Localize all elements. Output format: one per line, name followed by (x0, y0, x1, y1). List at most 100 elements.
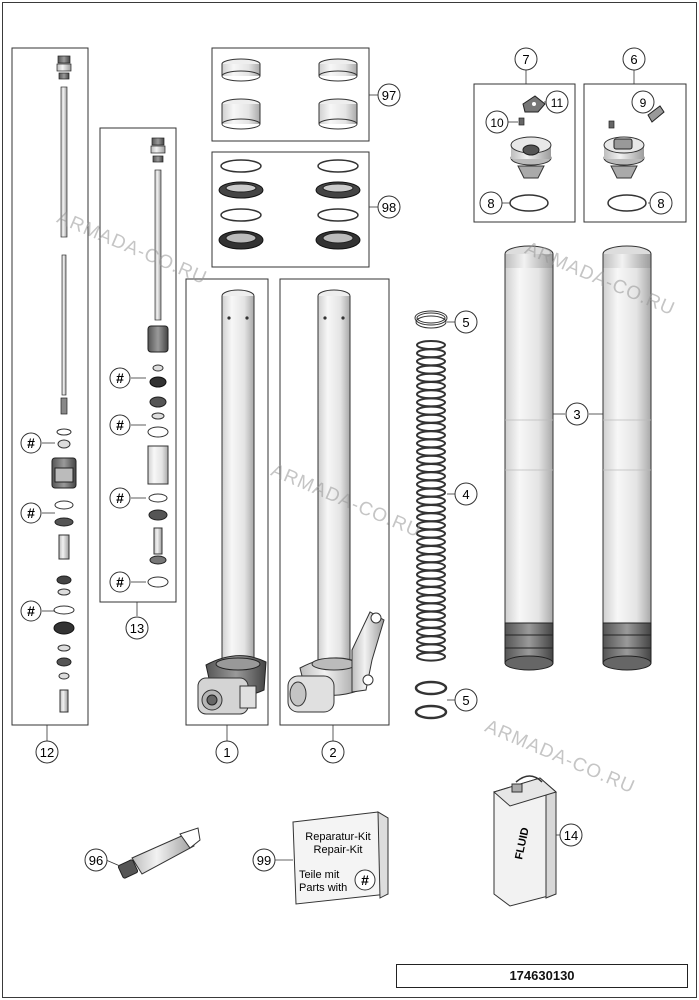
spring-coil (416, 504, 446, 514)
svg-text:10: 10 (490, 116, 504, 130)
grease-tube: 96 (84, 827, 201, 879)
repair-kit-line1: Reparatur-Kit (305, 831, 370, 843)
spring-coil (416, 405, 446, 416)
spring-coil (416, 389, 446, 400)
hash-callout: # (20, 600, 55, 622)
panel-97-bushings: 97 (211, 47, 401, 142)
panel-1-inner-tube: 1 (185, 278, 269, 764)
spacer-bottom (414, 680, 448, 720)
spring-coil (416, 364, 446, 375)
spring-coil (416, 569, 446, 580)
outer-tubes: 3 (504, 245, 652, 671)
svg-text:8: 8 (657, 196, 664, 211)
spring-coil (416, 594, 446, 605)
spring-coil (416, 479, 446, 490)
spring-coil (416, 545, 446, 555)
spring-coils (416, 340, 446, 662)
callout-99: 99 (252, 848, 276, 872)
hash-callout: # (109, 367, 146, 389)
repair-kit-line2: Repair-Kit (314, 844, 363, 856)
spring-coil (416, 553, 446, 564)
spring-coil (416, 487, 446, 498)
bushing (318, 58, 358, 82)
spring-coil (416, 610, 446, 621)
hash-callout: # (109, 487, 146, 509)
callout-6: 6 (622, 47, 646, 71)
spring-coil (416, 528, 446, 539)
bushing (221, 98, 261, 130)
svg-text:#: # (116, 490, 124, 506)
spring-coil (416, 536, 446, 547)
seal-stack-right (315, 159, 361, 250)
callout-8: 8 (479, 191, 503, 215)
spring-coil (416, 340, 446, 350)
spring-coil (416, 454, 446, 465)
callout-9: 9 (631, 90, 655, 114)
outer-tube-right (602, 245, 652, 671)
spring-coil (416, 372, 446, 383)
svg-text:99: 99 (257, 853, 271, 868)
spring-coil (416, 446, 446, 457)
spring-coil (416, 602, 446, 613)
svg-text:3: 3 (573, 407, 580, 422)
callout-1: 1 (215, 740, 239, 764)
svg-text:98: 98 (382, 200, 396, 215)
outer-tube-left (504, 245, 554, 671)
spring-coil (416, 422, 446, 432)
svg-text:14: 14 (564, 828, 578, 843)
callout-5: 5 (454, 688, 478, 712)
svg-text:96: 96 (89, 853, 103, 868)
spring-coil (416, 520, 446, 531)
bushing (318, 98, 358, 130)
bushing (221, 58, 261, 82)
spring-coil (416, 413, 446, 424)
spring-coil (416, 643, 446, 654)
spring-coil (416, 381, 446, 391)
spacer-top (414, 310, 448, 329)
spring-coil (416, 430, 446, 441)
panel-2-inner-tube: 2 (279, 278, 390, 764)
svg-text:13: 13 (130, 621, 144, 636)
svg-text:97: 97 (382, 88, 396, 103)
panel-12-cartridge: # # # 12 (11, 47, 89, 764)
hash-callout: # (109, 414, 146, 436)
spring-coil (416, 561, 446, 572)
callout-7: 7 (514, 47, 538, 71)
spring-coil (416, 635, 446, 646)
panel-7-fork-cap: 7 8 10 11 (473, 47, 576, 223)
callout-12: 12 (35, 740, 59, 764)
seal-stack-left (218, 159, 264, 250)
repair-kit-line4: Parts with (299, 882, 347, 894)
svg-text:11: 11 (551, 96, 564, 110)
svg-text:8: 8 (487, 196, 494, 211)
callout-8: 8 (649, 191, 673, 215)
svg-text:6: 6 (630, 52, 637, 67)
spring-coil (416, 438, 446, 449)
spring-coil (416, 348, 446, 359)
repair-kit-box: Reparatur-Kit Repair-Kit Teile mit Parts… (252, 811, 389, 905)
spring-coil (416, 577, 446, 588)
hash-callout: # (20, 432, 55, 454)
spring-coil (416, 586, 446, 596)
callout-14: 14 (559, 823, 583, 847)
hash-callout: # (109, 571, 146, 593)
svg-text:#: # (116, 370, 124, 386)
svg-text:2: 2 (329, 745, 336, 760)
callout-2: 2 (321, 740, 345, 764)
callout-11: 11 (544, 90, 569, 114)
callout-5: 5 (454, 310, 478, 334)
callout-10: 10 (485, 110, 518, 134)
svg-text:1: 1 (223, 745, 230, 760)
svg-text:#: # (27, 603, 35, 619)
svg-text:#: # (27, 505, 35, 521)
spring-coil (416, 618, 446, 629)
callout-13: 13 (125, 616, 149, 640)
spring-coil (416, 495, 446, 506)
svg-text:#: # (116, 574, 124, 590)
spring-coil (416, 651, 446, 662)
panel-98-seals: 98 (211, 151, 401, 268)
spring-coil (416, 471, 446, 482)
